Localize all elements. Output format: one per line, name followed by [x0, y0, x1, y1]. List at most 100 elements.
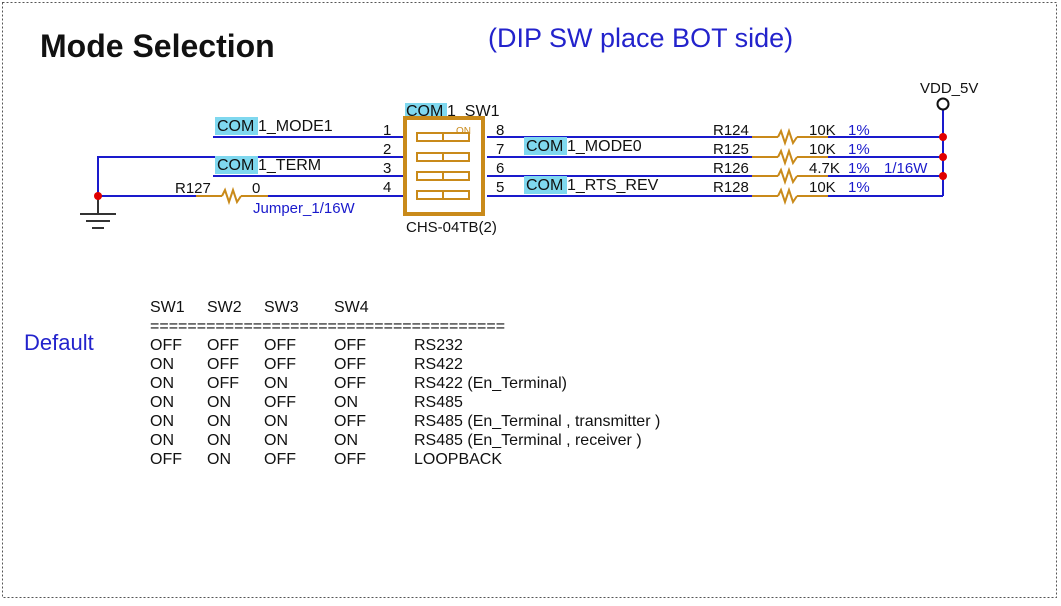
table-row: ON ON ON ON RS485 (En_Terminal , receive…	[150, 432, 642, 449]
table-row: ON ON ON OFF RS485 (En_Terminal , transm…	[150, 413, 660, 430]
table-cell: OFF	[264, 451, 296, 468]
table-cell-mode: RS422 (En_Terminal)	[414, 375, 567, 392]
table-header: SW3	[264, 299, 299, 316]
table-cell-mode: RS232	[414, 337, 463, 354]
r125-tolerance: 1%	[848, 141, 870, 158]
table-cell-mode: RS485 (En_Terminal , receiver )	[414, 432, 642, 449]
table-cell: ON	[150, 432, 174, 449]
table-cell: OFF	[150, 451, 182, 468]
net-mode1-label: 1_MODE1	[258, 118, 333, 135]
table-header: SW2	[207, 299, 242, 316]
table-cell: OFF	[264, 394, 296, 411]
table-cell-mode: RS422	[414, 356, 463, 373]
r126-power: 1/16W	[884, 160, 928, 177]
table-cell: OFF	[334, 413, 366, 430]
r128-value: 10K	[809, 179, 836, 196]
resistor-r126-icon	[752, 166, 828, 186]
table-cell-mode: LOOPBACK	[414, 451, 502, 468]
wire-pin2	[97, 156, 403, 196]
r124-value: 10K	[809, 122, 836, 139]
resistor-r125-icon	[752, 147, 828, 167]
table-cell-mode: RS485	[414, 394, 463, 411]
table-cell: OFF	[264, 356, 296, 373]
table-cell: OFF	[207, 375, 239, 392]
table-row: ON OFF OFF OFF RS422	[150, 356, 463, 373]
pin-number: 1	[383, 122, 391, 139]
net-rts-label: 1_RTS_REV	[567, 177, 659, 194]
r128-tolerance: 1%	[848, 179, 870, 196]
junction-dot	[94, 192, 102, 200]
table-cell: ON	[334, 394, 358, 411]
table-cell: OFF	[150, 337, 182, 354]
table-row: ON ON OFF ON RS485	[150, 394, 463, 411]
table-cell: ON	[207, 413, 231, 430]
table-row: OFF ON OFF OFF LOOPBACK	[150, 451, 502, 468]
table-cell-mode: RS485 (En_Terminal , transmitter )	[414, 413, 660, 430]
net-highlight	[405, 103, 447, 118]
r125-value: 10K	[809, 141, 836, 158]
switch-part-number: CHS-04TB(2)	[406, 219, 497, 236]
pin-number: 3	[383, 160, 391, 177]
page-title: Mode Selection	[40, 28, 275, 64]
r128-ref: R128	[713, 179, 749, 196]
net-term-label: 1_TERM	[258, 157, 321, 174]
table-cell: ON	[264, 432, 288, 449]
net-highlight	[215, 156, 258, 174]
r124-tolerance: 1%	[848, 122, 870, 139]
table-cell: OFF	[264, 337, 296, 354]
table-cell: OFF	[334, 356, 366, 373]
left-wires	[97, 136, 403, 197]
r127-value: 0	[252, 180, 260, 197]
table-cell: ON	[334, 432, 358, 449]
net-term-prefix: COM	[217, 157, 254, 174]
r124-ref: R124	[713, 122, 749, 139]
table-row: OFF OFF OFF OFF RS232	[150, 337, 463, 354]
table-cell: ON	[150, 413, 174, 430]
default-label: Default	[24, 330, 94, 355]
table-cell: ON	[150, 375, 174, 392]
table-header: SW4	[334, 299, 369, 316]
pin-number: 4	[383, 179, 391, 196]
table-cell: ON	[207, 394, 231, 411]
pin-number: 6	[496, 160, 504, 177]
r127-ref: R127	[175, 180, 211, 197]
table-cell: OFF	[207, 337, 239, 354]
mode-table: SW1 SW2 SW3 SW4 ========================…	[150, 299, 660, 468]
table-cell: ON	[207, 432, 231, 449]
switch-on-mark: ON	[456, 126, 471, 137]
net-mode0-label: 1_MODE0	[567, 138, 642, 155]
net-mode1-prefix: COM	[217, 118, 254, 135]
table-row: ON OFF ON OFF RS422 (En_Terminal)	[150, 375, 567, 392]
table-cell: OFF	[334, 375, 366, 392]
r126-ref: R126	[713, 160, 749, 177]
net-rts-prefix: COM	[526, 177, 563, 194]
table-separator: ======================================	[150, 318, 505, 335]
dip-switch-icon	[403, 116, 485, 216]
table-cell: ON	[150, 394, 174, 411]
pin-number: 8	[496, 122, 504, 139]
table-cell: OFF	[334, 451, 366, 468]
resistor-r128-icon	[752, 186, 828, 206]
r125-ref: R125	[713, 141, 749, 158]
sheet-border	[2, 2, 1057, 598]
table-cell: ON	[207, 451, 231, 468]
net-highlight	[524, 137, 567, 155]
ground-icon	[80, 196, 116, 229]
switch-ref: 1_SW1	[447, 103, 500, 120]
vdd-label: VDD_5V	[920, 80, 978, 97]
r126-value: 4.7K	[809, 160, 840, 177]
pin-number: 5	[496, 179, 504, 196]
table-cell: ON	[150, 356, 174, 373]
junction-dot	[939, 172, 947, 180]
junction-dot	[939, 153, 947, 161]
r127-note: Jumper_1/16W	[253, 200, 356, 217]
table-cell: OFF	[334, 337, 366, 354]
table-header: SW1	[150, 299, 185, 316]
switch-ref-prefix: COM	[406, 103, 443, 120]
table-cell: OFF	[207, 356, 239, 373]
junction-dot	[939, 133, 947, 141]
resistor-r127-icon	[196, 186, 268, 206]
net-highlight	[524, 176, 567, 194]
